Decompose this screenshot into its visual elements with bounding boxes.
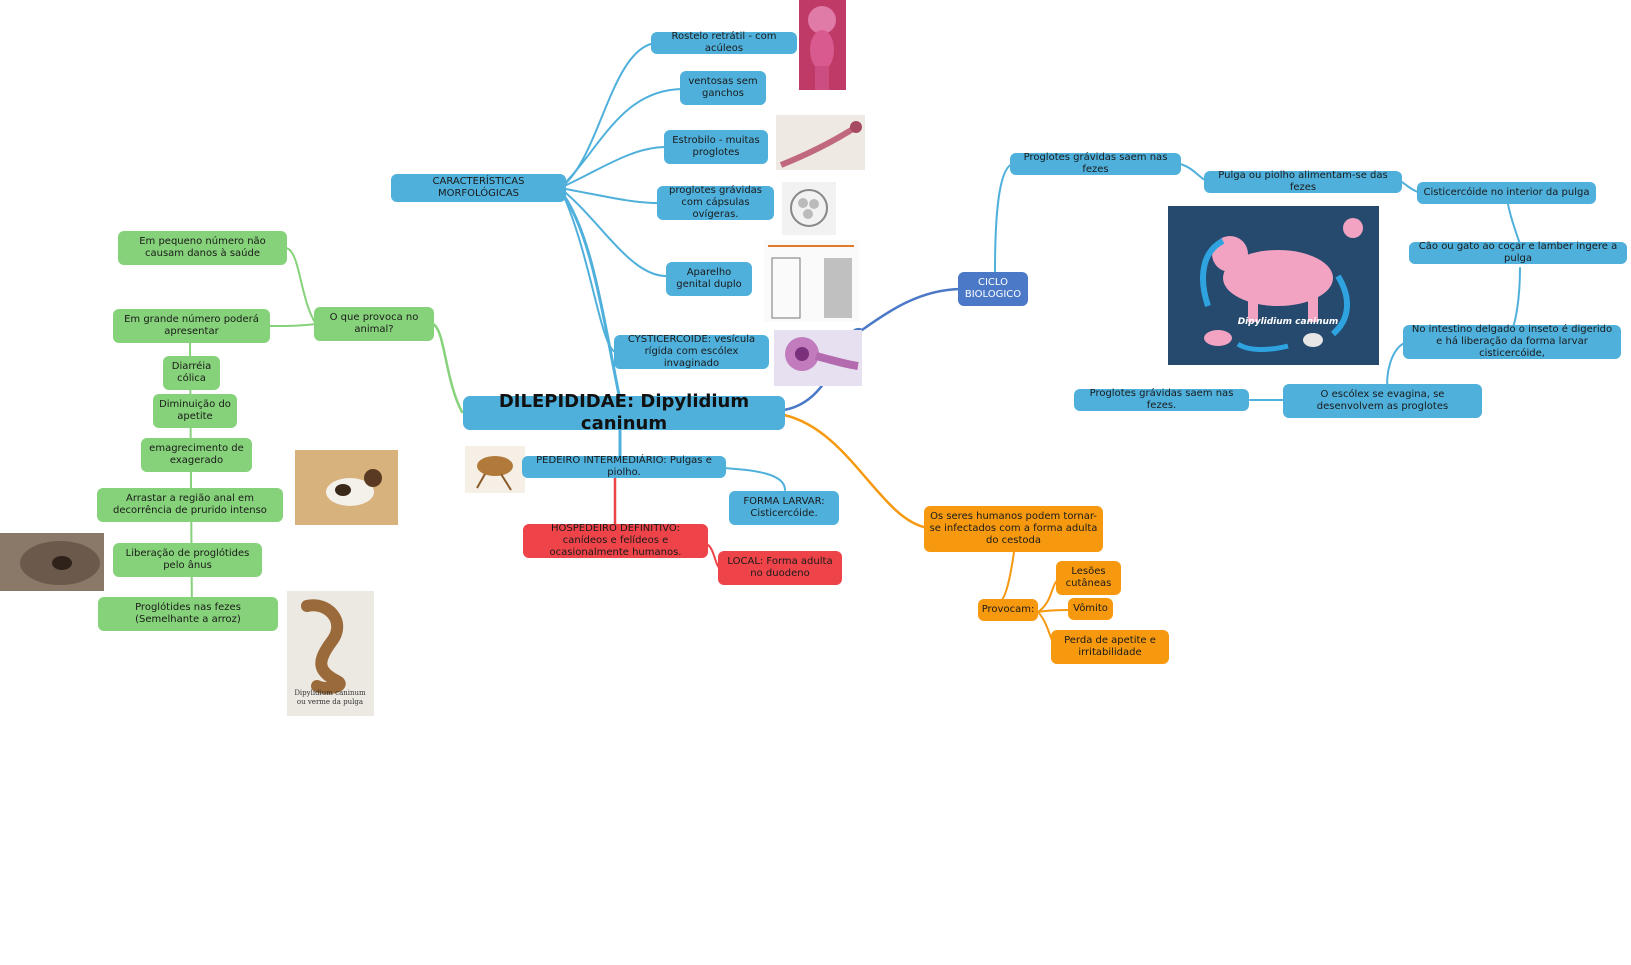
proglottid-photo-caption-2: ou verme da pulga [297,698,363,706]
cycle-topic[interactable]: CICLO BIOLOGICO [958,272,1028,306]
connector-morph-estrobilo [560,147,664,188]
cycle-step-1[interactable]: Proglotes grávidas saem nas fezes [1010,153,1181,175]
cysticercoid-photo [774,330,862,386]
morph-estrobilo[interactable]: Estrobilo - muitas proglotes [664,130,768,164]
humans-infection[interactable]: Os seres humanos podem tornar-se infecta… [924,506,1103,552]
genital-diagram [764,240,859,322]
central-topic[interactable]: DILEPIDIDAE: Dipylidium caninum [463,396,785,430]
morph-genital[interactable]: Aparelho genital duplo [666,262,752,296]
connector-central-question [433,324,462,412]
connector-step3-step4 [1508,204,1520,244]
symptom-diarrhea[interactable]: Diarréia cólica [163,356,220,390]
humans-effect-lesions[interactable]: Lesões cutâneas [1056,561,1121,595]
proglottid-photo-caption-1: Dipylidium caninum [294,689,366,697]
connector-intermediate-larval [722,468,785,490]
estrobilo-photo [776,115,865,170]
flea-photo [465,446,525,493]
anus-closeup-photo [0,533,104,591]
host-definitive[interactable]: HOSPEDEIRO DEFINITIVO: canídeos e felíde… [523,524,708,558]
dog-scooting-photo [295,450,398,525]
connector-step4-step5 [1512,268,1520,328]
effects-few[interactable]: Em pequeno número não causam danos à saú… [118,231,287,265]
effects-question[interactable]: O que provoca no animal? [314,307,434,341]
connector-question-many [270,324,316,326]
life-cycle-diagram-label: Dipylidium caninum [1238,317,1339,327]
cycle-step-5[interactable]: No intestino delgado o inseto é digerido… [1403,325,1621,359]
connector-provocam-vomito [1038,610,1070,612]
effects-many[interactable]: Em grande número poderá apresentar [113,309,270,343]
connector-morph-rostelo [560,43,655,188]
rostelo-photo [799,0,846,90]
morph-topic[interactable]: CARACTERÍSTICAS MORFOLÓGICAS [391,174,566,202]
egg-capsule-photo [782,182,836,235]
symptom-weight-loss[interactable]: emagrecimento de exagerado [141,438,252,472]
connector-central-morph [560,190,620,400]
connector-morph-genital [560,188,666,276]
host-intermediate[interactable]: PEDEIRO INTERMEDIÁRIO: Pulgas e piolho. [522,456,726,478]
connector-question-few [286,248,316,324]
morph-proglotes[interactable]: proglotes grávidas com cápsulas ovígeras… [657,186,774,220]
symptom-appetite[interactable]: Diminuição do apetite [153,394,237,428]
morph-cysticercoid[interactable]: CYSTICERCOIDE: vesícula rígida com escól… [614,335,769,369]
symptom-anal-dragging[interactable]: Arrastar a região anal em decorrência de… [97,488,283,522]
humans-effect-appetite[interactable]: Perda de apetite e irritabilidade [1051,630,1169,664]
connector-cycle-step1 [995,164,1012,272]
host-local[interactable]: LOCAL: Forma adulta no duodeno [718,551,842,585]
cycle-step-3[interactable]: Cisticercóide no interior da pulga [1417,182,1596,204]
host-larval-form[interactable]: FORMA LARVAR: Cisticercóide. [729,491,839,525]
life-cycle-diagram: Dipylidium caninum [1168,206,1379,365]
morph-ventosas[interactable]: ventosas sem ganchos [680,71,766,105]
connector-humans-provocam [1000,552,1014,601]
cycle-step-7[interactable]: Proglotes grávidas saem nas fezes. [1074,389,1249,411]
symptom-feces[interactable]: Proglótides nas fezes (Semelhante a arro… [98,597,278,631]
proglottid-photo: Dipylidium caninum ou verme da pulga [287,591,374,716]
symptom-anal-release[interactable]: Liberação de proglótides pelo ânus [113,543,262,577]
morph-rostelo[interactable]: Rostelo retrátil - com acúleos [651,32,797,54]
cycle-step-4[interactable]: Cão ou gato ao coçar e lamber ingere a p… [1409,242,1627,264]
cycle-step-6[interactable]: O escólex se evagina, se desenvolvem as … [1283,384,1482,418]
humans-effect-vomit[interactable]: Vômito [1068,598,1113,620]
humans-provocam[interactable]: Provocam: [978,599,1038,621]
cycle-step-2[interactable]: Pulga ou piolho alimentam-se das fezes [1204,171,1402,193]
